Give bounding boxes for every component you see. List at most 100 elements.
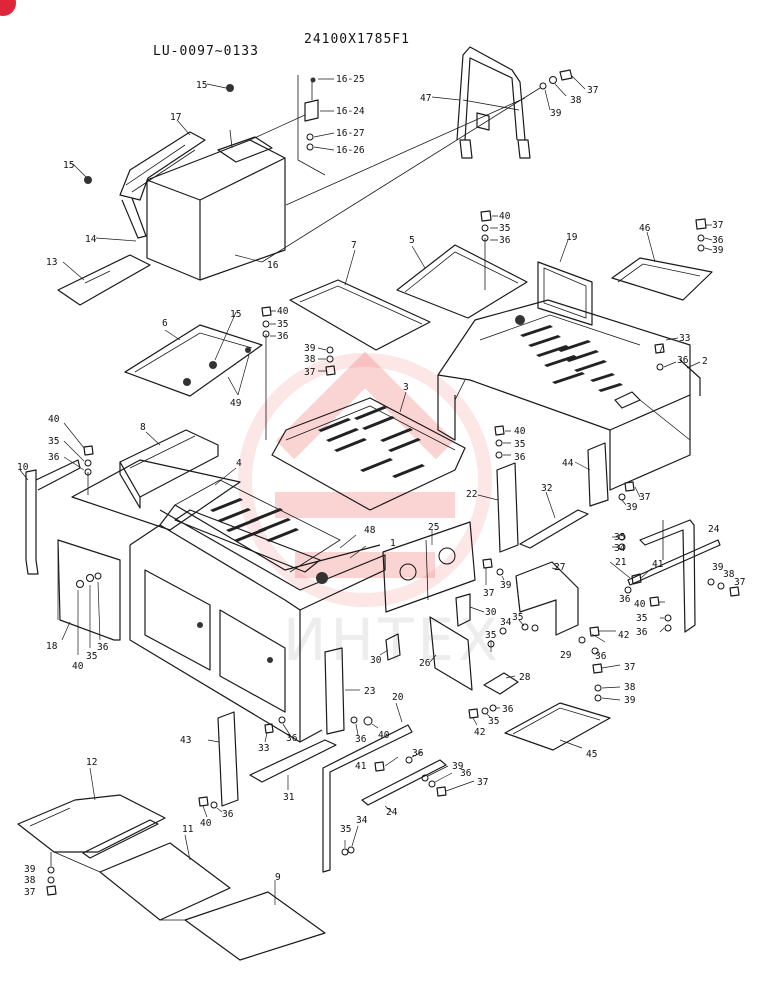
callout: 36 (412, 748, 424, 759)
callout: 36 (712, 235, 724, 246)
callout: 33 (258, 743, 269, 754)
bar-31 (249, 739, 337, 790)
callout: 10 (17, 462, 29, 473)
callout: 36 (355, 734, 367, 745)
fasteners-37-38-39-lower (592, 663, 621, 702)
callout: 39 (304, 343, 316, 354)
callout: 11 (182, 824, 194, 835)
rail-24-right (639, 519, 696, 633)
callout: 16-27 (336, 128, 365, 139)
fasteners-39-38-37-left (317, 346, 336, 376)
callout: 36 (677, 355, 689, 366)
callout: 37 (712, 220, 723, 231)
callout: 36 (502, 704, 514, 715)
callout: 45 (586, 749, 597, 760)
fasteners-40-35-36-center (494, 425, 511, 459)
callout: 22 (466, 489, 477, 500)
callout: 15 (63, 160, 74, 171)
callout: 38 (24, 875, 36, 886)
callout: 20 (392, 692, 404, 703)
callout: 42 (474, 727, 485, 738)
callout: 3 (403, 382, 409, 393)
callout: 34 (500, 617, 512, 628)
callout: 24 (386, 807, 398, 818)
fasteners-35-34-right (612, 533, 626, 551)
callout: 31 (283, 792, 295, 803)
callout: 6 (162, 318, 168, 329)
serial-range-label: LU-0097∼0133 (153, 44, 259, 59)
main-body-1 (129, 479, 386, 743)
callout: 37 (24, 887, 35, 898)
callout: 40 (634, 599, 646, 610)
fasteners-41-36-39-36-37 (374, 751, 475, 797)
fasteners-36-40-mid (350, 716, 379, 736)
plate-9 (184, 880, 326, 961)
bracket-28 (483, 672, 519, 695)
bolt-15-left (72, 163, 92, 184)
callout: 2 (702, 356, 708, 367)
callout: 7 (351, 240, 357, 251)
callout: 18 (46, 641, 58, 652)
callout: 36 (460, 768, 472, 779)
callout: 39 (550, 108, 562, 119)
fasteners-40-35-36-mid (480, 210, 498, 290)
callout: 47 (420, 93, 431, 104)
callout: 16-26 (336, 145, 365, 156)
callout: 36 (277, 331, 289, 342)
fasteners-35-34-center (487, 627, 507, 652)
callout: 40 (499, 211, 511, 222)
bolt-33-36-right (654, 337, 679, 371)
bracket-27 (515, 561, 579, 636)
callout: 36 (514, 452, 526, 463)
callout: 48 (364, 525, 376, 536)
callout: 36 (619, 594, 631, 605)
bracket-30-lower (379, 633, 401, 661)
panel-25 (382, 521, 476, 613)
callout: 35 (636, 613, 647, 624)
handrail-47 (431, 46, 531, 159)
callout: 41 (355, 761, 367, 772)
callout: 35 (488, 716, 499, 727)
callout: 37 (587, 85, 598, 96)
callout: 35 (512, 612, 523, 623)
detail-16-box (249, 75, 335, 176)
callout: 36 (499, 235, 511, 246)
callout: 40 (277, 306, 289, 317)
callout: 40 (200, 818, 212, 829)
callout: 35 (277, 319, 288, 330)
callout: 37 (483, 588, 494, 599)
callout: 24 (708, 524, 720, 535)
callout: 29 (560, 650, 572, 661)
panel-19 (537, 239, 593, 326)
callout: 39 (712, 245, 724, 256)
fasteners-37-39-center (482, 558, 505, 585)
callout: 39 (24, 864, 36, 875)
plate-26 (429, 616, 473, 691)
callout: 39 (626, 502, 638, 513)
callout: 49 (230, 398, 242, 409)
callout: 40 (72, 661, 84, 672)
callout: 8 (140, 422, 146, 433)
fasteners-37-36-39-right (695, 218, 713, 252)
upper-cover-2 (437, 299, 701, 491)
fasteners-40-35-36-left (261, 306, 276, 440)
callout: 42 (618, 630, 629, 641)
rail-21 (609, 539, 721, 586)
callout: 38 (723, 569, 735, 580)
callout: 37 (639, 492, 650, 503)
panel-22 (477, 462, 519, 553)
tank-cover-17 (119, 131, 206, 239)
callout: 37 (477, 777, 488, 788)
callout: 36 (48, 452, 60, 463)
bar-32 (519, 491, 589, 549)
callout: 35 (614, 532, 625, 543)
fasteners-35-36-bracket (518, 619, 616, 655)
callout: 38 (304, 354, 316, 365)
plate-13 (57, 254, 151, 306)
callout: 28 (519, 672, 531, 683)
callout: 46 (639, 223, 651, 234)
callout: 16-24 (336, 106, 365, 117)
panel-5 (396, 244, 528, 319)
callout: 25 (428, 522, 439, 533)
panel-43 (207, 711, 239, 807)
